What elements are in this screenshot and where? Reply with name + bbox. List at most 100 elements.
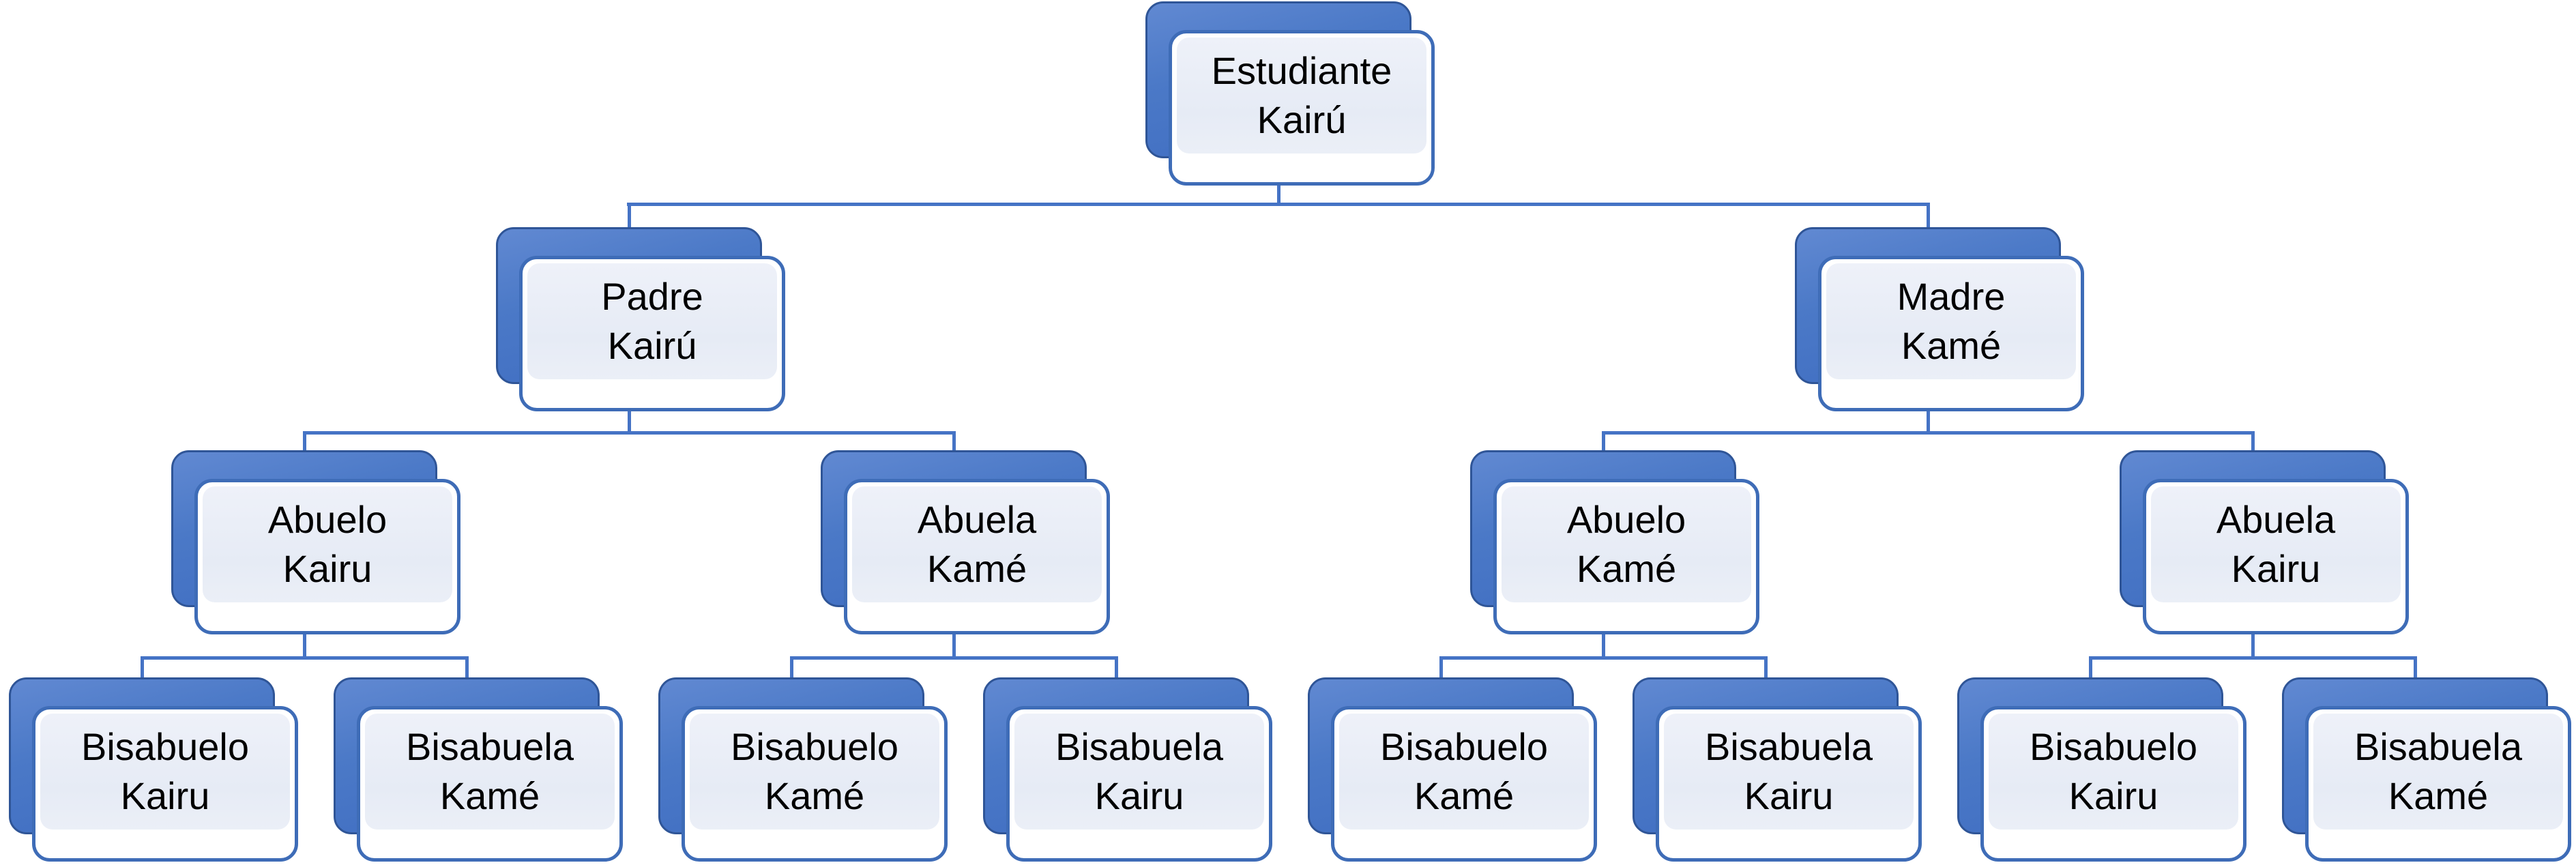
- node-label-line1: Bisabuela: [406, 725, 574, 768]
- connector-rail-abuela-paterna-children: [790, 656, 1118, 660]
- node-text-panel: Estudiante Kairú: [1177, 38, 1426, 153]
- node-label-line2: Kamé: [764, 774, 865, 817]
- node-label-line1: Bisabuela: [2354, 725, 2522, 768]
- node-bisabuela-2: Bisabuela Kamé: [334, 677, 623, 863]
- node-label-line1: Abuelo: [1566, 498, 1686, 541]
- node-label-line2: Kairu: [120, 774, 210, 817]
- node-padre: Padre Kairú: [496, 227, 785, 413]
- node-text-panel: Bisabuela Kairu: [1014, 714, 1264, 830]
- node-label-line2: Kamé: [439, 774, 540, 817]
- node-label-line1: Bisabuelo: [731, 725, 898, 768]
- node-label-line2: Kairu: [2068, 774, 2158, 817]
- node-label-line1: Bisabuelo: [1380, 725, 1548, 768]
- connector-drop-bisabuelo-5: [1439, 660, 1443, 681]
- connector-drop-bisabuelo-3: [790, 660, 793, 681]
- node-front-shape: Madre Kamé: [1818, 256, 2084, 411]
- node-text-panel: Abuelo Kairu: [203, 486, 452, 602]
- connector-drop-bisabuela-2: [465, 660, 469, 681]
- node-bisabuela-8: Bisabuela Kamé: [2282, 677, 2571, 863]
- connector-drop-padre: [628, 206, 631, 232]
- node-label-line2: Kamé: [1576, 547, 1677, 590]
- node-bisabuelo-3: Bisabuelo Kamé: [658, 677, 948, 863]
- node-text-panel: Madre Kamé: [1826, 263, 2076, 379]
- node-text-panel: Bisabuelo Kamé: [1339, 714, 1589, 830]
- node-bisabuela-4: Bisabuela Kairu: [983, 677, 1272, 863]
- node-label-line2: Kamé: [926, 547, 1027, 590]
- node-text-panel: Abuela Kairu: [2151, 486, 2401, 602]
- node-front-shape: Abuelo Kamé: [1493, 479, 1759, 634]
- node-label-line2: Kairú: [1257, 98, 1347, 141]
- connector-drop-madre: [1927, 206, 1930, 232]
- connector-rail-abuelo-paterno-children: [141, 656, 469, 660]
- node-front-shape: Bisabuela Kamé: [2305, 706, 2571, 862]
- node-label-line2: Kamé: [1414, 774, 1514, 817]
- node-front-shape: Bisabuela Kairu: [1006, 706, 1272, 862]
- connector-rail-madre-children: [1602, 431, 2255, 435]
- node-label-line1: Estudiante: [1211, 49, 1392, 92]
- connector-drop-abuela-materna: [2251, 435, 2255, 456]
- node-label-line2: Kamé: [2388, 774, 2489, 817]
- node-front-shape: Bisabuela Kamé: [357, 706, 623, 862]
- node-label-line2: Kairu: [1744, 774, 1834, 817]
- node-front-shape: Bisabuelo Kamé: [682, 706, 948, 862]
- connector-drop-abuelo-materno: [1602, 435, 1605, 456]
- node-front-shape: Bisabuela Kairu: [1656, 706, 1922, 862]
- node-text-panel: Bisabuela Kairu: [1664, 714, 1914, 830]
- node-label-line2: Kairu: [1094, 774, 1184, 817]
- node-text-panel: Bisabuelo Kairu: [40, 714, 290, 830]
- node-label-line1: Bisabuela: [1705, 725, 1873, 768]
- node-text-panel: Bisabuelo Kamé: [690, 714, 939, 830]
- node-text-panel: Bisabuelo Kairu: [1989, 714, 2238, 830]
- node-abuela-materna: Abuela Kairu: [2120, 450, 2409, 636]
- connector-drop-bisabuela-4: [1115, 660, 1118, 681]
- node-text-panel: Abuela Kamé: [852, 486, 1102, 602]
- node-label-line1: Abuelo: [267, 498, 387, 541]
- connector-stub-abuelo-materno: [1602, 631, 1605, 660]
- connector-stub-abuelo-paterno: [303, 631, 306, 660]
- node-label-line2: Kairu: [2231, 547, 2321, 590]
- node-bisabuelo-5: Bisabuelo Kamé: [1308, 677, 1597, 863]
- node-front-shape: Abuela Kairu: [2143, 479, 2409, 634]
- connector-stub-abuela-materna: [2251, 631, 2255, 660]
- node-bisabuela-6: Bisabuela Kairu: [1633, 677, 1922, 863]
- node-front-shape: Bisabuelo Kairu: [32, 706, 298, 862]
- node-bisabuelo-7: Bisabuelo Kairu: [1957, 677, 2246, 863]
- node-front-shape: Estudiante Kairú: [1169, 30, 1435, 186]
- node-abuela-paterna: Abuela Kamé: [821, 450, 1110, 636]
- node-label-line1: Bisabuela: [1055, 725, 1223, 768]
- node-label-line1: Bisabuelo: [81, 725, 249, 768]
- node-abuelo-materno: Abuelo Kamé: [1470, 450, 1759, 636]
- node-label-line1: Padre: [601, 275, 703, 318]
- node-front-shape: Abuela Kamé: [844, 479, 1110, 634]
- node-front-shape: Bisabuelo Kamé: [1331, 706, 1597, 862]
- connector-drop-abuelo-paterno: [303, 435, 306, 456]
- connector-rail-level2: [627, 203, 1930, 206]
- connector-stub-abuela-paterna: [952, 631, 956, 660]
- connector-stub-padre: [628, 407, 631, 435]
- node-label-line2: Kamé: [1901, 324, 2002, 367]
- connector-drop-bisabuelo-7: [2089, 660, 2092, 681]
- node-label-line1: Abuela: [2216, 498, 2336, 541]
- node-front-shape: Abuelo Kairu: [194, 479, 460, 634]
- node-front-shape: Padre Kairú: [519, 256, 785, 411]
- connector-drop-bisabuela-6: [1764, 660, 1768, 681]
- node-label-line2: Kairu: [282, 547, 372, 590]
- node-text-panel: Bisabuela Kamé: [2313, 714, 2563, 830]
- node-text-panel: Padre Kairú: [527, 263, 777, 379]
- node-label-line1: Bisabuelo: [2030, 725, 2197, 768]
- connector-rail-abuela-materna-children: [2089, 656, 2417, 660]
- node-label-line1: Abuela: [917, 498, 1037, 541]
- connector-drop-bisabuelo-1: [141, 660, 144, 681]
- node-estudiante: Estudiante Kairú: [1145, 1, 1435, 187]
- node-front-shape: Bisabuelo Kairu: [1980, 706, 2246, 862]
- connector-drop-bisabuela-8: [2414, 660, 2417, 681]
- connector-rail-padre-children: [303, 431, 956, 435]
- node-text-panel: Abuelo Kamé: [1502, 486, 1751, 602]
- connector-stub-madre: [1927, 407, 1930, 435]
- node-label-line2: Kairú: [607, 324, 697, 367]
- connector-stub-estudiante: [1277, 179, 1280, 206]
- node-label-line1: Madre: [1897, 275, 2006, 318]
- node-text-panel: Bisabuela Kamé: [365, 714, 615, 830]
- node-bisabuelo-1: Bisabuelo Kairu: [9, 677, 298, 863]
